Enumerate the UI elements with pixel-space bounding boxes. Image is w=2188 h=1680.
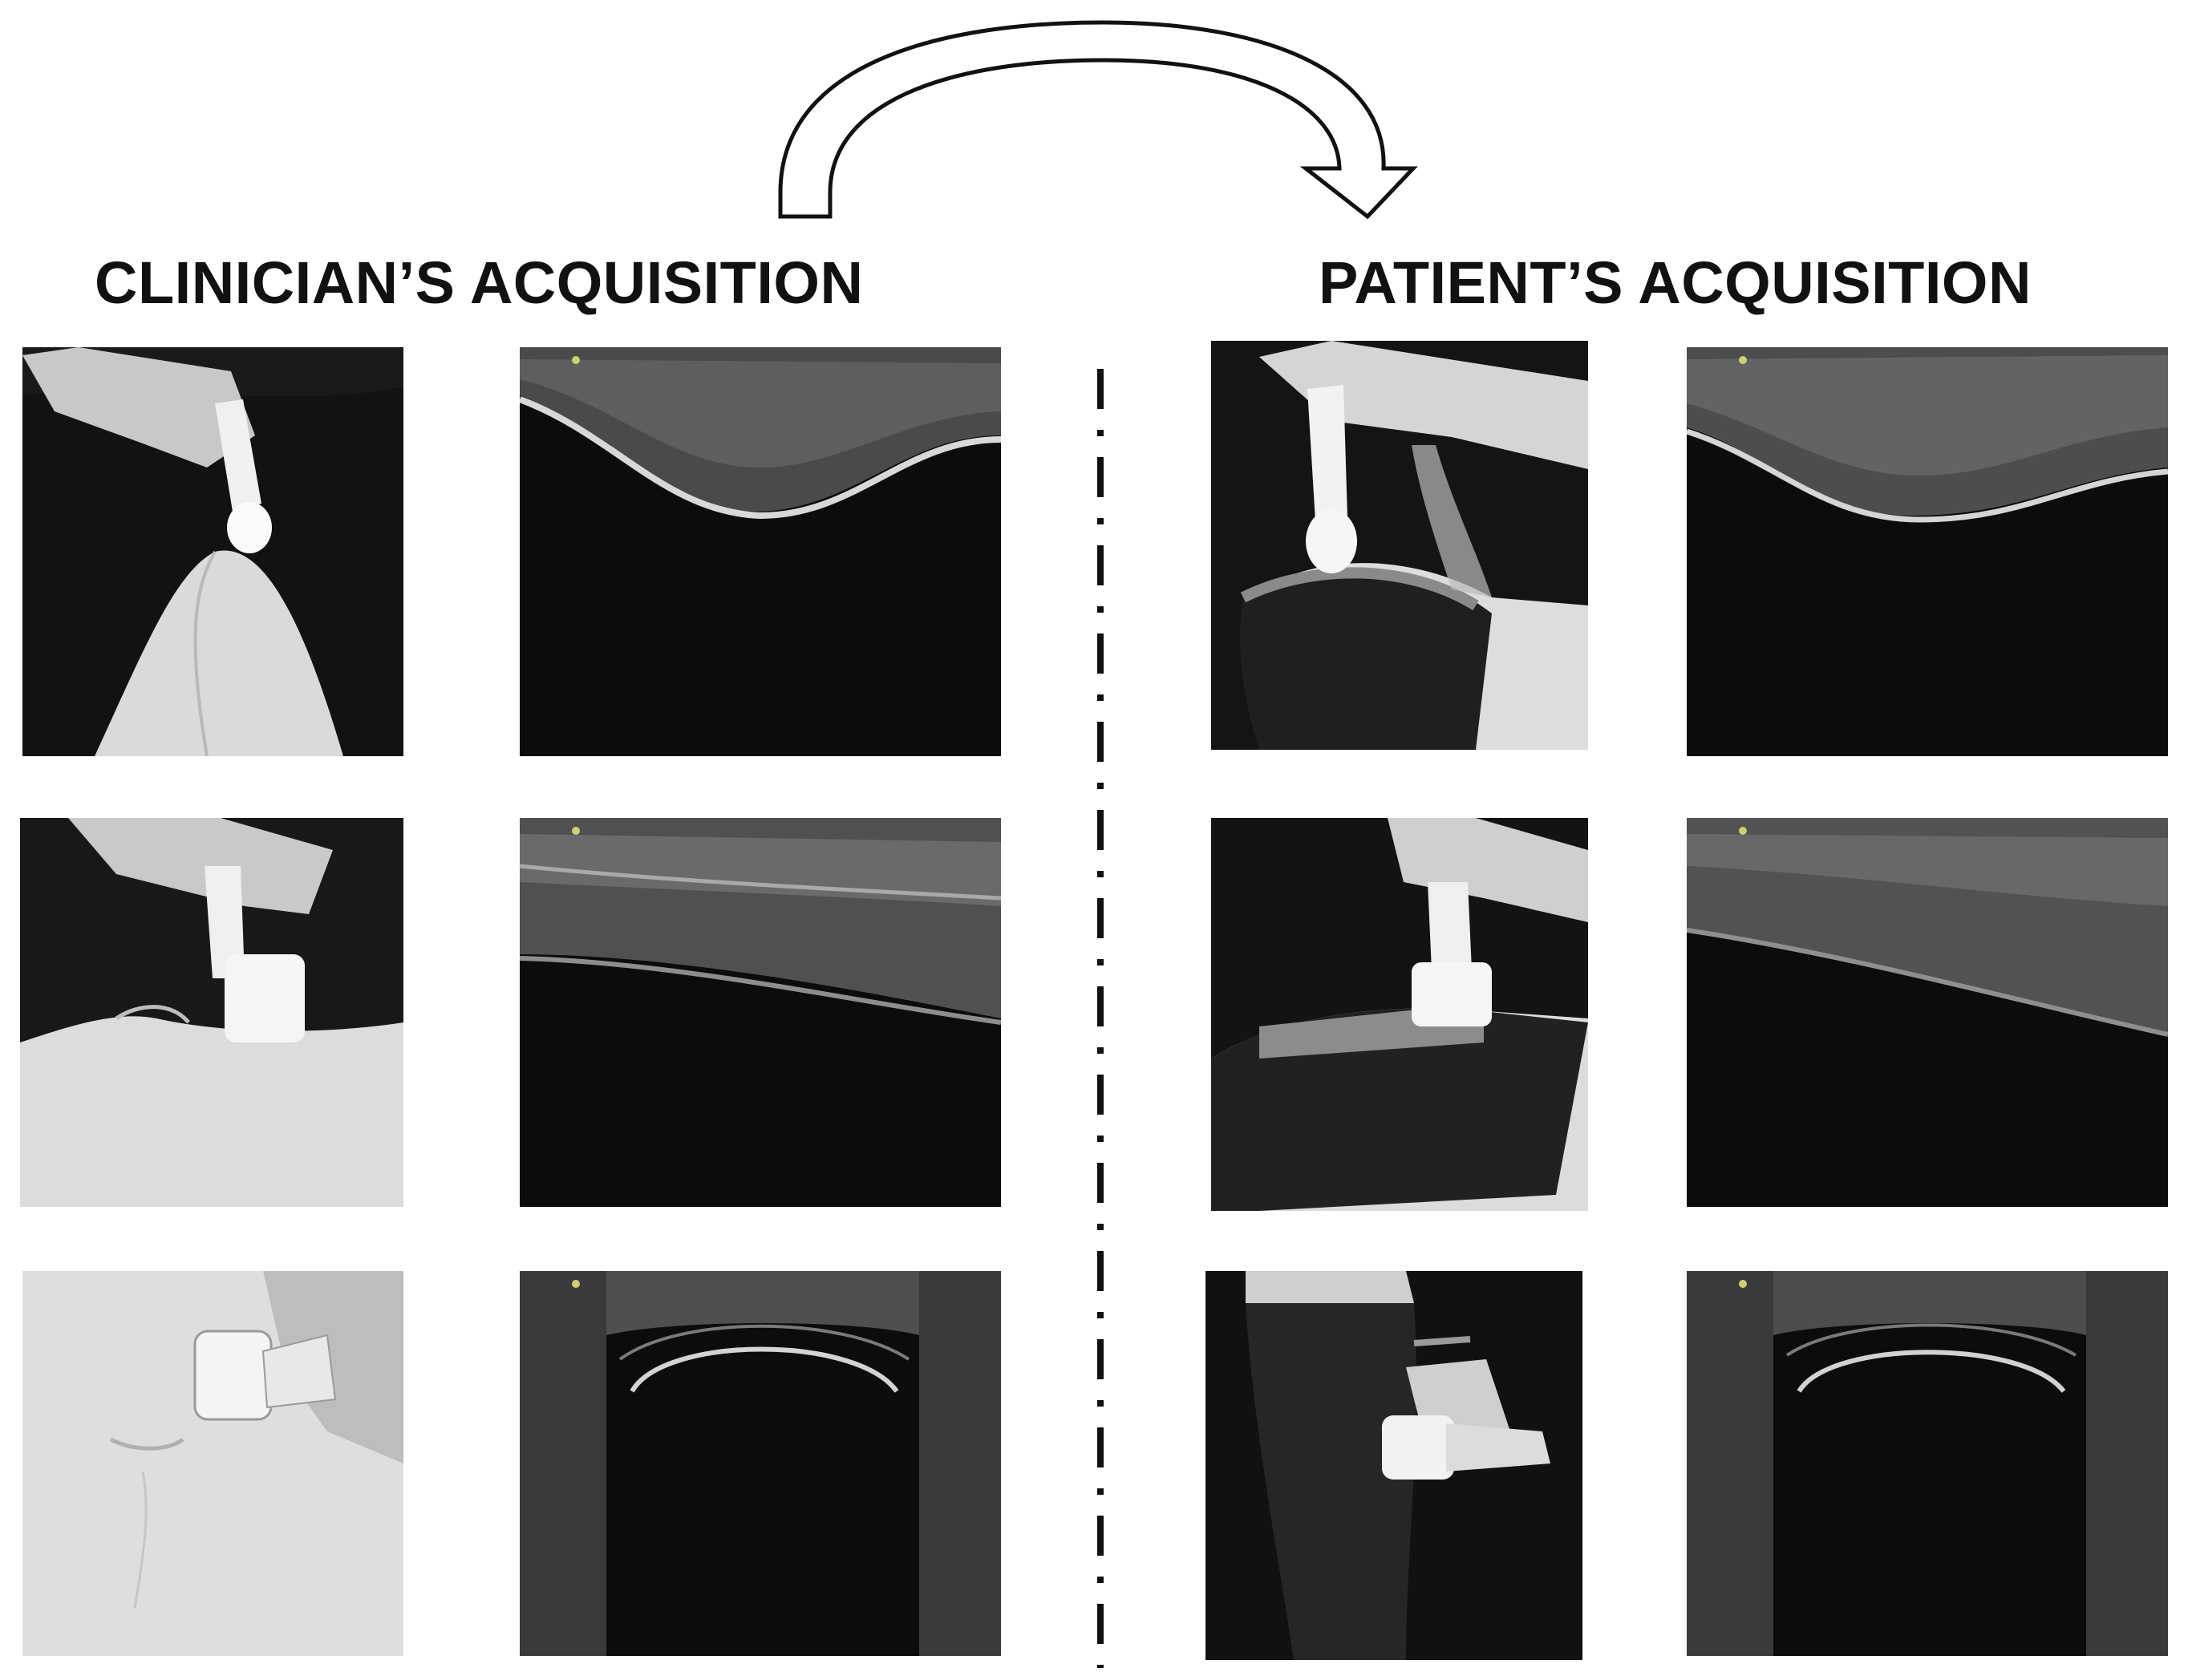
clinician-ultrasound-row3 xyxy=(520,1271,1001,1656)
patient-ultrasound-row2 xyxy=(1687,818,2168,1207)
patient-ultrasound-row3 xyxy=(1687,1271,2168,1656)
clinician-ultrasound-row1 xyxy=(520,347,1001,756)
clinician-photo-row3 xyxy=(22,1271,403,1656)
patient-photo-row3 xyxy=(1205,1271,1582,1660)
clinician-ultrasound-row2 xyxy=(520,818,1001,1207)
clinician-acquisition-heading: CLINICIAN’S ACQUISITION xyxy=(95,249,864,316)
patient-photo-row2 xyxy=(1211,818,1588,1211)
clinician-photo-row1 xyxy=(22,347,403,756)
clinician-photo-row2 xyxy=(20,818,403,1207)
patient-acquisition-heading: PATIENT’S ACQUISITION xyxy=(1319,249,2032,316)
curved-arrow-right-icon xyxy=(778,20,1418,220)
patient-photo-row1 xyxy=(1211,341,1588,750)
dash-dot-divider xyxy=(1097,369,1104,1668)
patient-ultrasound-row1 xyxy=(1687,347,2168,756)
